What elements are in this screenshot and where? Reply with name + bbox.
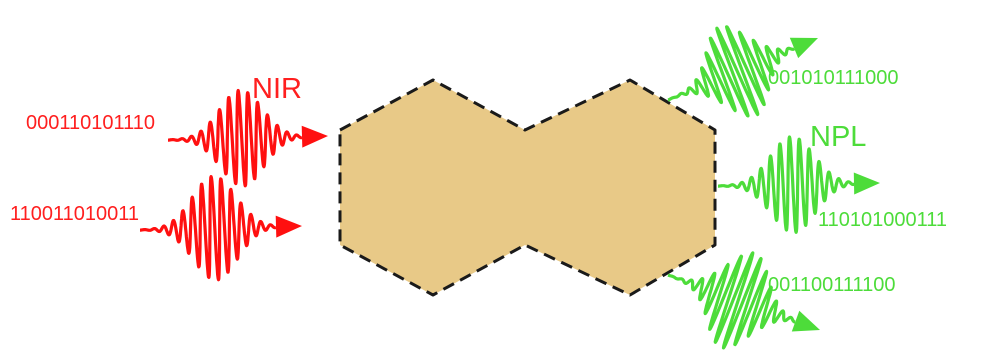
- output-code-2: 110101000111: [818, 209, 947, 231]
- nir-label: NIR: [252, 73, 302, 105]
- input-code-1: 000110101110: [26, 112, 155, 134]
- npl-label: NPL: [810, 121, 866, 153]
- output-code-3: 001100111100: [768, 274, 896, 296]
- arrowhead-icon: [854, 173, 880, 195]
- output-pulse-3: [668, 253, 820, 348]
- arrowhead-icon: [790, 38, 818, 58]
- output-code-1: 001010111000: [768, 67, 899, 89]
- input-pulse-1: [168, 91, 328, 186]
- wave-packet: [140, 177, 276, 280]
- arrowhead-icon: [792, 311, 820, 332]
- wave-packet: [668, 253, 795, 348]
- arrowhead-icon: [302, 126, 328, 148]
- input-code-2: 110011010011: [10, 203, 139, 225]
- double-hexagon-shape: [340, 80, 715, 295]
- input-pulse-2: [140, 177, 302, 280]
- arrowhead-icon: [276, 216, 302, 238]
